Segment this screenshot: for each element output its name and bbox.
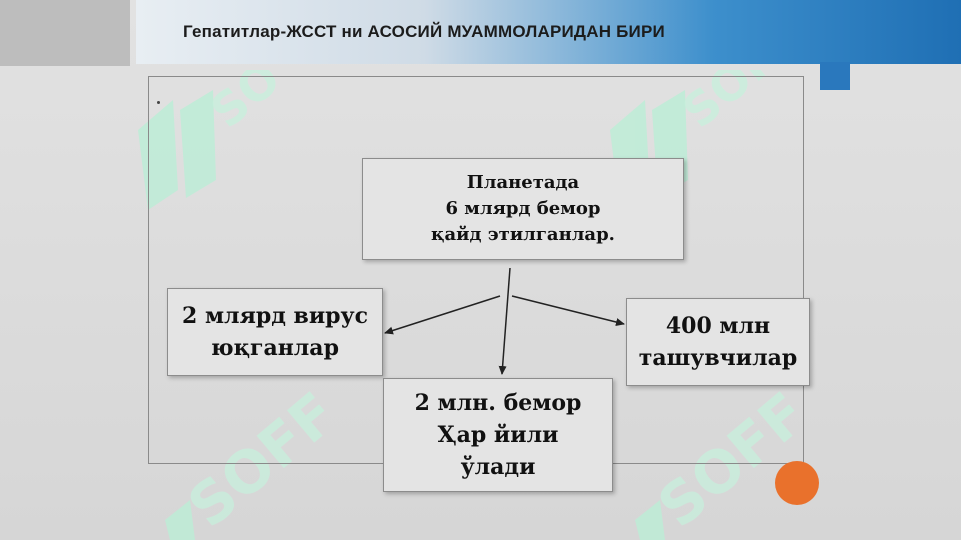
header-grey-block bbox=[0, 0, 130, 66]
right-node-line-1: 400 млн bbox=[665, 313, 771, 339]
header-bar bbox=[136, 0, 961, 64]
right-node-line-2: ташувчилар bbox=[638, 345, 798, 371]
left-node-line-1: 2 млярд вирус bbox=[181, 303, 368, 329]
bullet-dot bbox=[157, 101, 160, 104]
bottom-node-line-1: 2 млн. бемор bbox=[414, 390, 582, 416]
center-node-line-2: 6 млярд бемор bbox=[445, 198, 601, 219]
bottom-node-line-2: Ҳар йили bbox=[437, 422, 559, 448]
header-accent bbox=[820, 62, 850, 90]
center-node: Планетада 6 млярд бемор қайд этилганлар. bbox=[362, 158, 684, 260]
right-node: 400 млн ташувчилар bbox=[626, 298, 810, 386]
bottom-node-line-3: ўлади bbox=[460, 454, 536, 480]
left-node: 2 млярд вирус юқганлар bbox=[167, 288, 383, 376]
center-node-line-1: Планетада bbox=[466, 172, 580, 193]
left-node-line-2: юқганлар bbox=[211, 335, 339, 361]
orange-circle-decoration bbox=[775, 461, 819, 505]
center-node-line-3: қайд этилганлар. bbox=[431, 224, 615, 245]
bottom-node: 2 млн. бемор Ҳар йили ўлади bbox=[383, 378, 613, 492]
slide-title: Гепатитлар-ЖССТ ни АСОСИЙ МУАММОЛАРИДАН … bbox=[183, 22, 665, 41]
